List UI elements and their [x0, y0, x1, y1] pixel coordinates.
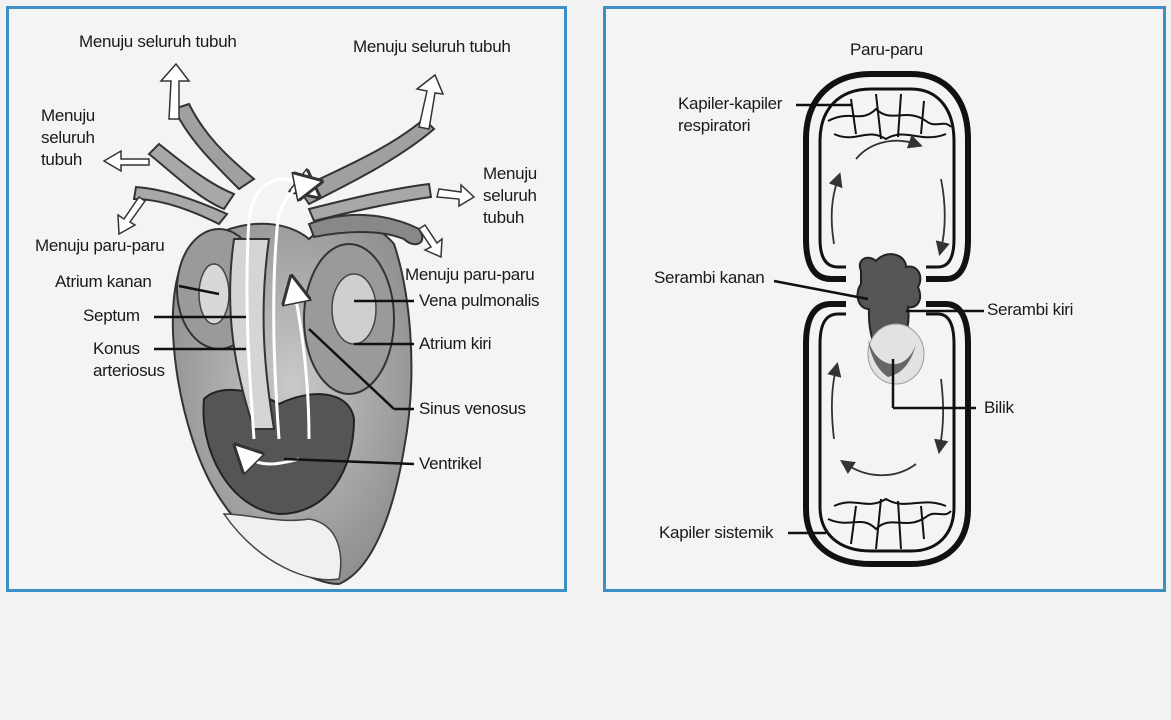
circulation-illustration	[773, 71, 984, 567]
pulmonary-loop	[803, 71, 971, 282]
label-konus-arteriosus: Konus arteriosus	[93, 339, 165, 380]
aortic-arch-left	[172, 102, 256, 191]
label-paru-paru: Paru-paru	[850, 40, 923, 59]
label-menuju-paru-paru-right: Menuju paru-paru	[405, 265, 535, 284]
label-kapiler-respiratori: Kapiler-kapiler respiratori	[678, 94, 783, 135]
systemic-loop	[803, 301, 971, 567]
label-vena-pulmonalis: Vena pulmonalis	[419, 291, 540, 310]
label-serambi-kiri: Serambi kiri	[987, 300, 1074, 319]
label-menuju-seluruh-tubuh-top-left: Menuju seluruh tubuh	[79, 32, 237, 51]
label-ventrikel: Ventrikel	[419, 454, 482, 473]
label-menuju-seluruh-tubuh-left: Menuju seluruh tubuh	[41, 106, 95, 169]
conus-arteriosus-shape	[229, 238, 276, 430]
label-bilik: Bilik	[984, 398, 1014, 417]
label-menuju-seluruh-tubuh-right: Menuju seluruh tubuh	[483, 164, 537, 227]
label-sinus-venosus: Sinus venosus	[419, 399, 526, 418]
label-atrium-kanan: Atrium kanan	[55, 272, 152, 291]
label-septum: Septum	[83, 306, 140, 325]
aortic-arch-right	[297, 117, 436, 206]
systemic-capillaries	[827, 497, 952, 550]
respiratory-capillaries	[827, 93, 952, 141]
label-serambi-kanan: Serambi kanan	[654, 268, 765, 287]
label-menuju-paru-paru-left: Menuju paru-paru	[35, 236, 165, 255]
label-kapiler-sistemik: Kapiler sistemik	[659, 523, 774, 542]
heart-diagram-panel: Menuju seluruh tubuh Menuju seluruh tubu…	[6, 6, 567, 592]
label-menuju-seluruh-tubuh-top-right: Menuju seluruh tubuh	[353, 37, 511, 56]
label-atrium-kiri: Atrium kiri	[419, 334, 492, 353]
heart-illustration	[102, 62, 476, 586]
circulation-diagram-panel: Paru-paru Kapiler-kapiler respiratori Se…	[603, 6, 1166, 592]
